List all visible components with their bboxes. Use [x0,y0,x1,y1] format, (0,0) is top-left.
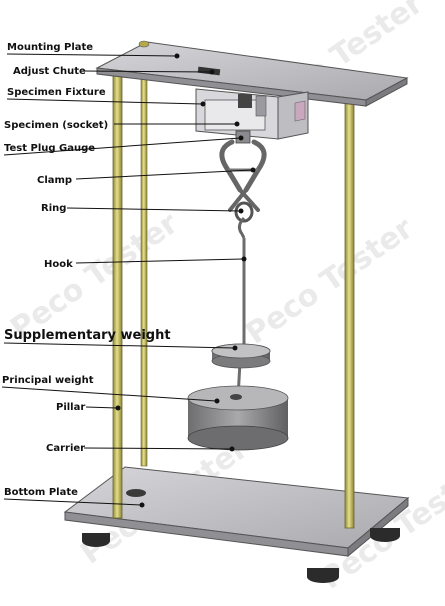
watermark: Peco Tester [5,206,185,347]
pillars [112,45,355,529]
label-principal-weight: Principal weight [2,375,94,386]
label-specimen-socket: Specimen (socket) [4,120,108,131]
specimen-fixture [195,88,309,140]
label-adjust-chute: Adjust Chute [13,66,86,77]
callouts: Mounting Plate Adjust Chute Specimen Fix… [1,42,256,508]
label-carrier: Carrier [46,443,85,454]
label-bottom-plate: Bottom Plate [4,487,78,498]
hook [236,216,246,399]
label-mounting-plate: Mounting Plate [7,42,93,53]
label-test-plug-gauge: Test Plug Gauge [4,143,95,154]
label-clamp: Clamp [37,175,72,186]
watermark: Peco Tester [240,211,420,352]
feet [82,489,400,583]
label-specimen-fixture: Specimen Fixture [7,87,106,98]
label-pillar: Pillar [56,402,85,413]
label-ring: Ring [41,203,66,214]
label-supplementary-weight: Supplementary weight [4,328,171,343]
bottom-plate [63,466,410,558]
ring [234,201,254,223]
label-hook: Hook [44,259,73,270]
principal-weight [187,385,289,451]
